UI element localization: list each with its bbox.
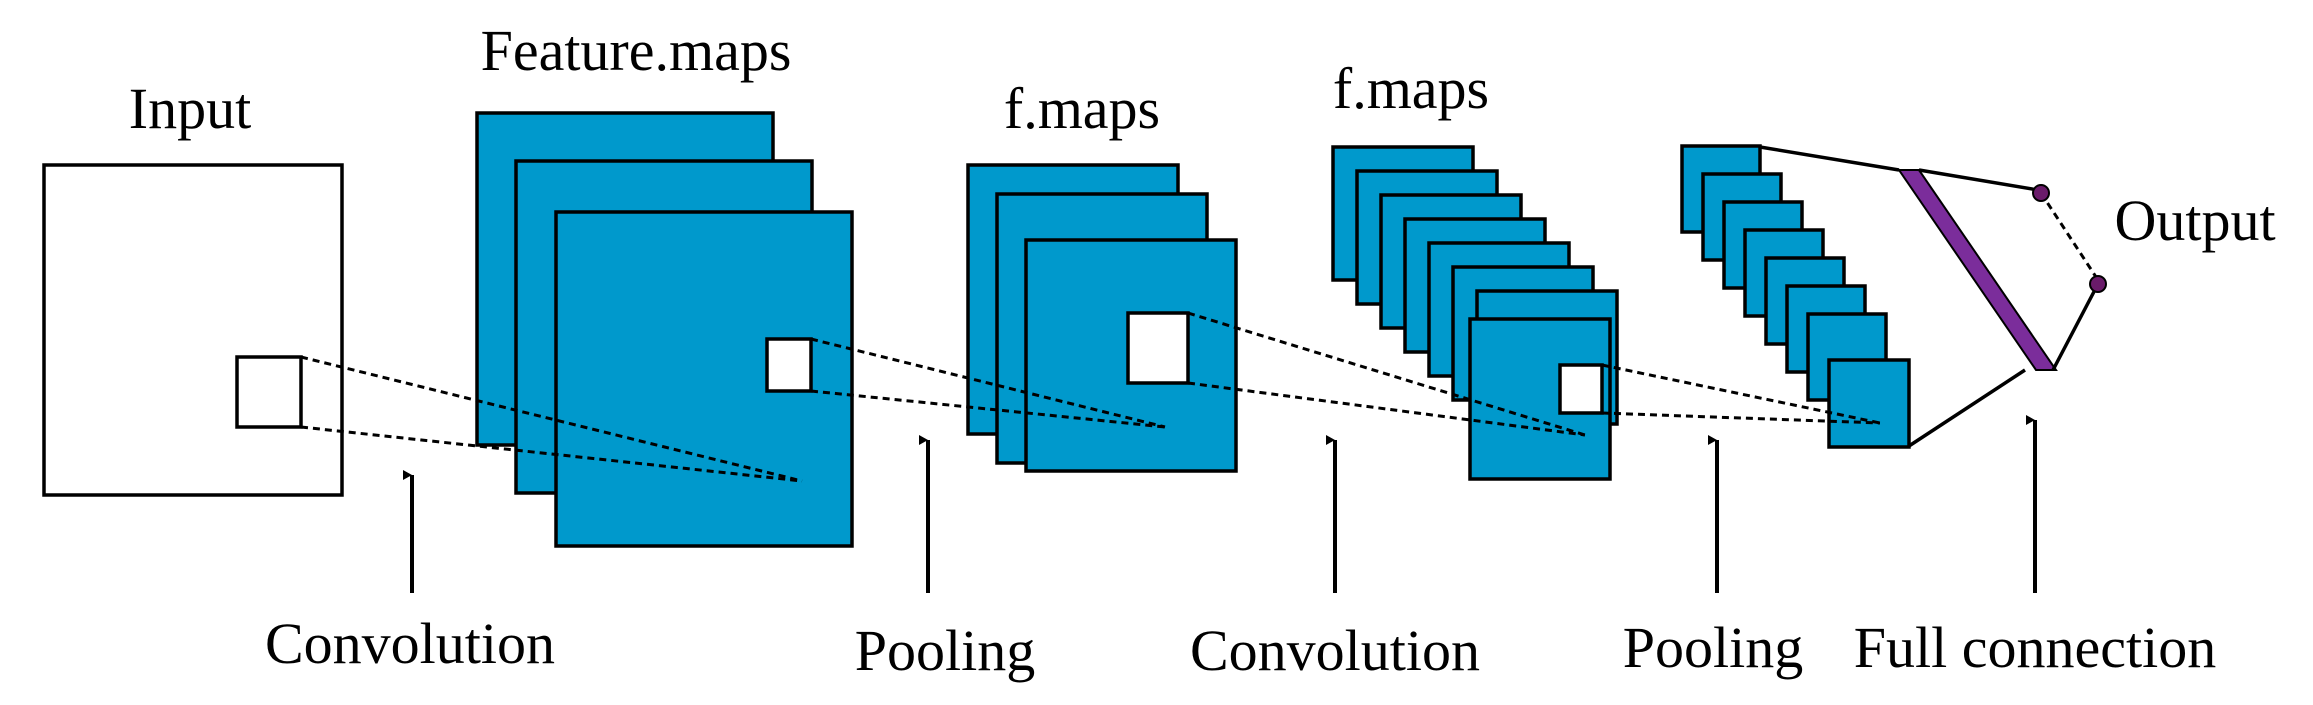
stage-label-full-connection: Full connection	[1854, 615, 2216, 680]
full-connection	[1759, 145, 2107, 448]
stage-arrows	[403, 415, 2037, 593]
fmaps-window-1	[1126, 311, 1190, 385]
input-image	[42, 163, 344, 497]
stage-label-convolution: Convolution	[1190, 618, 1480, 683]
fmaps-label-1: f.maps	[1004, 76, 1160, 141]
input-receptive-field	[235, 355, 303, 429]
output-node	[2089, 275, 2107, 293]
fmaps-stack-3	[1680, 144, 1911, 449]
output-label: Output	[2114, 188, 2275, 253]
fmaps-label-2: f.maps	[1333, 56, 1489, 121]
output-node	[2032, 184, 2050, 202]
fmaps-window-2	[1558, 363, 1604, 415]
feature-map-window	[765, 337, 813, 393]
feature-maps-label: Feature.maps	[481, 18, 792, 83]
feature-map	[1827, 358, 1911, 449]
fmaps-stack-1	[966, 163, 1238, 473]
fmaps-stack-2	[1331, 145, 1619, 481]
stage-label-pooling: Pooling	[855, 618, 1036, 683]
stage-label-convolution: Convolution	[265, 611, 555, 676]
input-label: Input	[129, 76, 251, 141]
receptive-field-lines	[300, 311, 1881, 483]
fully-connected-layer	[1897, 169, 2058, 371]
stage-label-pooling: Pooling	[1623, 615, 1804, 680]
